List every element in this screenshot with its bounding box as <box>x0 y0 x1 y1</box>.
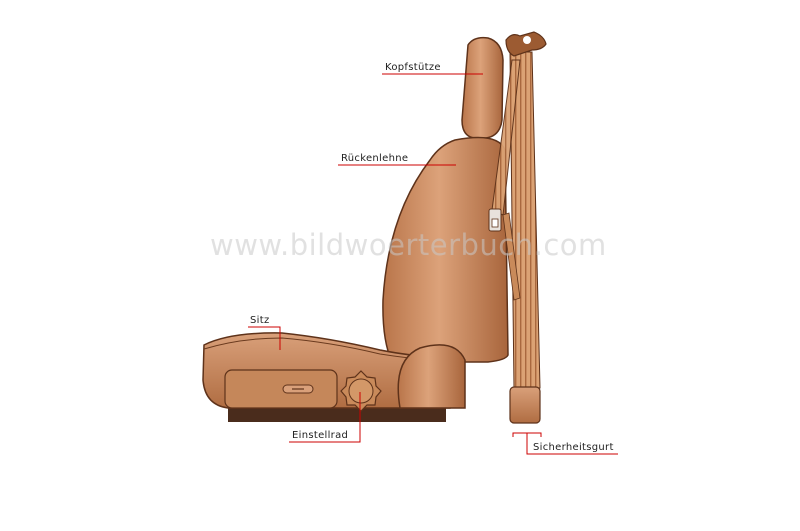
label-sicherheitsgurt: Sicherheitsgurt <box>533 442 614 453</box>
watermark: www.bildwoerterbuch.com <box>210 228 607 262</box>
headrest <box>461 36 504 139</box>
label-sitz: Sitz <box>250 315 270 326</box>
label-einstellrad: Einstellrad <box>292 430 349 441</box>
label-kopfstuetze: Kopfstütze <box>385 62 441 73</box>
seat-cushion <box>202 332 466 409</box>
label-rueckenlehne: Rückenlehne <box>341 153 409 164</box>
adjustment-knob <box>340 370 382 412</box>
seatbelt <box>488 31 547 424</box>
seat-base <box>228 408 446 422</box>
leader-lines <box>248 73 618 455</box>
